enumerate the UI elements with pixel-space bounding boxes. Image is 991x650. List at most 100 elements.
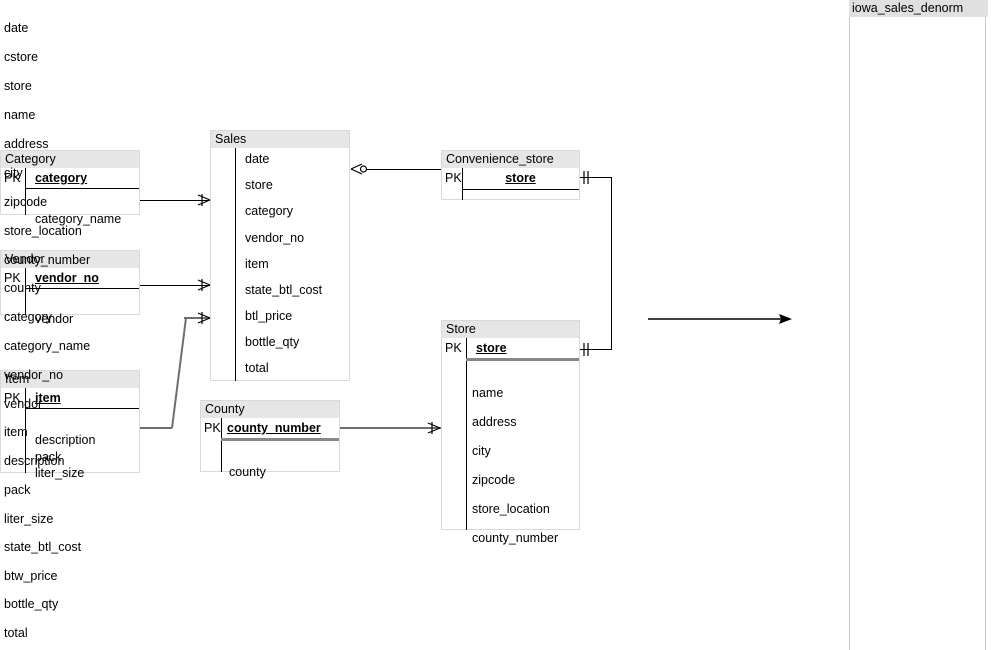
crowfoot-zero-many-icon-sales-convenience-store bbox=[350, 163, 368, 175]
attribute-row: category bbox=[245, 204, 293, 218]
denorm-column: date bbox=[4, 21, 29, 35]
table-store-title: Store bbox=[442, 321, 579, 338]
pk-separator bbox=[25, 188, 139, 189]
crowfoot-icon-item-sales bbox=[197, 312, 211, 324]
table-convenience-store-pk-row: PK store bbox=[442, 168, 579, 189]
table-vendor-pk-field: vendor_no bbox=[35, 271, 99, 285]
table-convenience-store-title: Convenience_store bbox=[442, 151, 579, 168]
attribute-row: bottle_qty bbox=[245, 335, 300, 349]
connector-sales-convenience-store bbox=[362, 169, 441, 170]
denorm-table-title: iowa_sales_denorm bbox=[849, 0, 988, 17]
crowfoot-icon-county-store bbox=[427, 422, 441, 434]
column-divider bbox=[466, 338, 467, 530]
table-item-pk-row: PK item bbox=[1, 388, 139, 408]
denorm-column: store bbox=[4, 79, 32, 93]
attribute-row: state_btl_cost bbox=[245, 283, 323, 297]
table-category-title: Category bbox=[1, 151, 139, 168]
attribute-row: liter_size bbox=[35, 466, 85, 480]
table-county-pk-row: PK county_number bbox=[201, 418, 339, 438]
table-item-title: Item bbox=[1, 371, 139, 388]
denorm-column: category bbox=[4, 310, 52, 324]
attribute-row: city bbox=[472, 444, 491, 458]
pk-separator bbox=[462, 189, 579, 190]
one-and-only-one-icon-store bbox=[583, 343, 589, 356]
denorm-table-panel bbox=[849, 0, 986, 650]
one-and-only-one-icon-convenience-store bbox=[583, 171, 589, 184]
denorm-column: bottle_qty bbox=[4, 597, 59, 611]
crowfoot-icon-vendor-sales bbox=[197, 279, 211, 291]
denorm-column: cstore bbox=[4, 50, 39, 64]
attribute-row: date bbox=[245, 152, 270, 166]
table-sales[interactable]: Sales date store category vendor_no item… bbox=[210, 130, 350, 381]
denorm-column: store_location bbox=[4, 224, 82, 238]
connector-convenience-store-bottom bbox=[580, 349, 612, 350]
pk-separator bbox=[25, 288, 139, 289]
table-category-pk-row: PK category bbox=[1, 168, 139, 188]
attribute-row: zipcode bbox=[472, 473, 516, 487]
transform-arrow-icon bbox=[648, 314, 792, 324]
connector-convenience-store-top bbox=[580, 177, 612, 178]
denorm-column: item bbox=[4, 425, 28, 439]
table-vendor[interactable]: Vendor PK vendor_no vendor bbox=[0, 250, 140, 326]
connector-county-store bbox=[340, 427, 441, 429]
pk-separator bbox=[466, 358, 579, 361]
denorm-column: description bbox=[4, 454, 65, 468]
denorm-column: name bbox=[4, 108, 36, 122]
table-county-title: County bbox=[201, 401, 339, 418]
denorm-column: state_btl_cost bbox=[4, 540, 82, 554]
denorm-column: city bbox=[4, 166, 23, 180]
attribute-row: vendor bbox=[35, 312, 74, 326]
connector-item-sales-segment-1 bbox=[140, 427, 172, 429]
attribute-row: county_number bbox=[472, 531, 559, 545]
attribute-row: county bbox=[229, 465, 266, 479]
pk-marker: PK bbox=[4, 391, 21, 405]
table-store[interactable]: Store PK store name address city zipcode… bbox=[441, 320, 580, 545]
attribute-row: address bbox=[472, 415, 517, 429]
table-county[interactable]: County PK county_number county bbox=[200, 400, 340, 479]
connector-category-sales bbox=[140, 200, 210, 201]
connector-item-sales-segment-2 bbox=[184, 317, 210, 319]
table-category[interactable]: Category PK category category_name bbox=[0, 150, 140, 226]
denorm-column: address bbox=[4, 137, 49, 151]
denorm-column: county bbox=[4, 281, 41, 295]
table-item-pk-field: item bbox=[35, 391, 61, 405]
denorm-column: vendor_no bbox=[4, 368, 64, 382]
table-sales-title: Sales bbox=[211, 131, 349, 148]
denorm-column: btw_price bbox=[4, 569, 58, 583]
column-divider bbox=[462, 168, 463, 200]
column-divider bbox=[25, 388, 26, 473]
pk-separator bbox=[221, 438, 339, 441]
table-convenience-store[interactable]: Convenience_store PK store bbox=[441, 150, 580, 200]
table-item[interactable]: Item PK item description pack liter_size bbox=[0, 370, 140, 480]
attribute-row: category_name bbox=[35, 212, 122, 226]
connector-convenience-store-vertical bbox=[611, 177, 612, 350]
attribute-row: vendor_no bbox=[245, 231, 305, 245]
attribute-row: btl_price bbox=[245, 309, 293, 323]
attribute-row: name bbox=[472, 386, 504, 400]
attribute-row: total bbox=[245, 361, 269, 375]
attribute-row: pack bbox=[35, 450, 62, 464]
attribute-row: store_location bbox=[472, 502, 550, 516]
column-divider bbox=[235, 148, 236, 381]
denorm-column: zipcode bbox=[4, 195, 48, 209]
table-category-pk-field: category bbox=[35, 171, 88, 185]
table-county-pk-field: county_number bbox=[227, 421, 321, 435]
attribute-row: item bbox=[245, 257, 269, 271]
attribute-row: store bbox=[245, 178, 273, 192]
pk-marker: PK bbox=[4, 171, 21, 185]
pk-separator bbox=[25, 408, 139, 409]
pk-marker: PK bbox=[4, 271, 21, 285]
column-divider bbox=[221, 418, 222, 472]
column-divider bbox=[25, 168, 26, 215]
pk-marker: PK bbox=[445, 341, 462, 355]
denorm-column: total bbox=[4, 626, 28, 640]
column-divider bbox=[25, 268, 26, 315]
crowfoot-icon-category-sales bbox=[197, 194, 211, 206]
connector-vendor-sales bbox=[140, 285, 210, 286]
denorm-column: pack bbox=[4, 483, 31, 497]
table-store-pk-row: PK store bbox=[442, 338, 579, 358]
table-store-pk-field: store bbox=[476, 341, 507, 355]
denorm-column: liter_size bbox=[4, 512, 54, 526]
denorm-column: vendor bbox=[4, 397, 43, 411]
